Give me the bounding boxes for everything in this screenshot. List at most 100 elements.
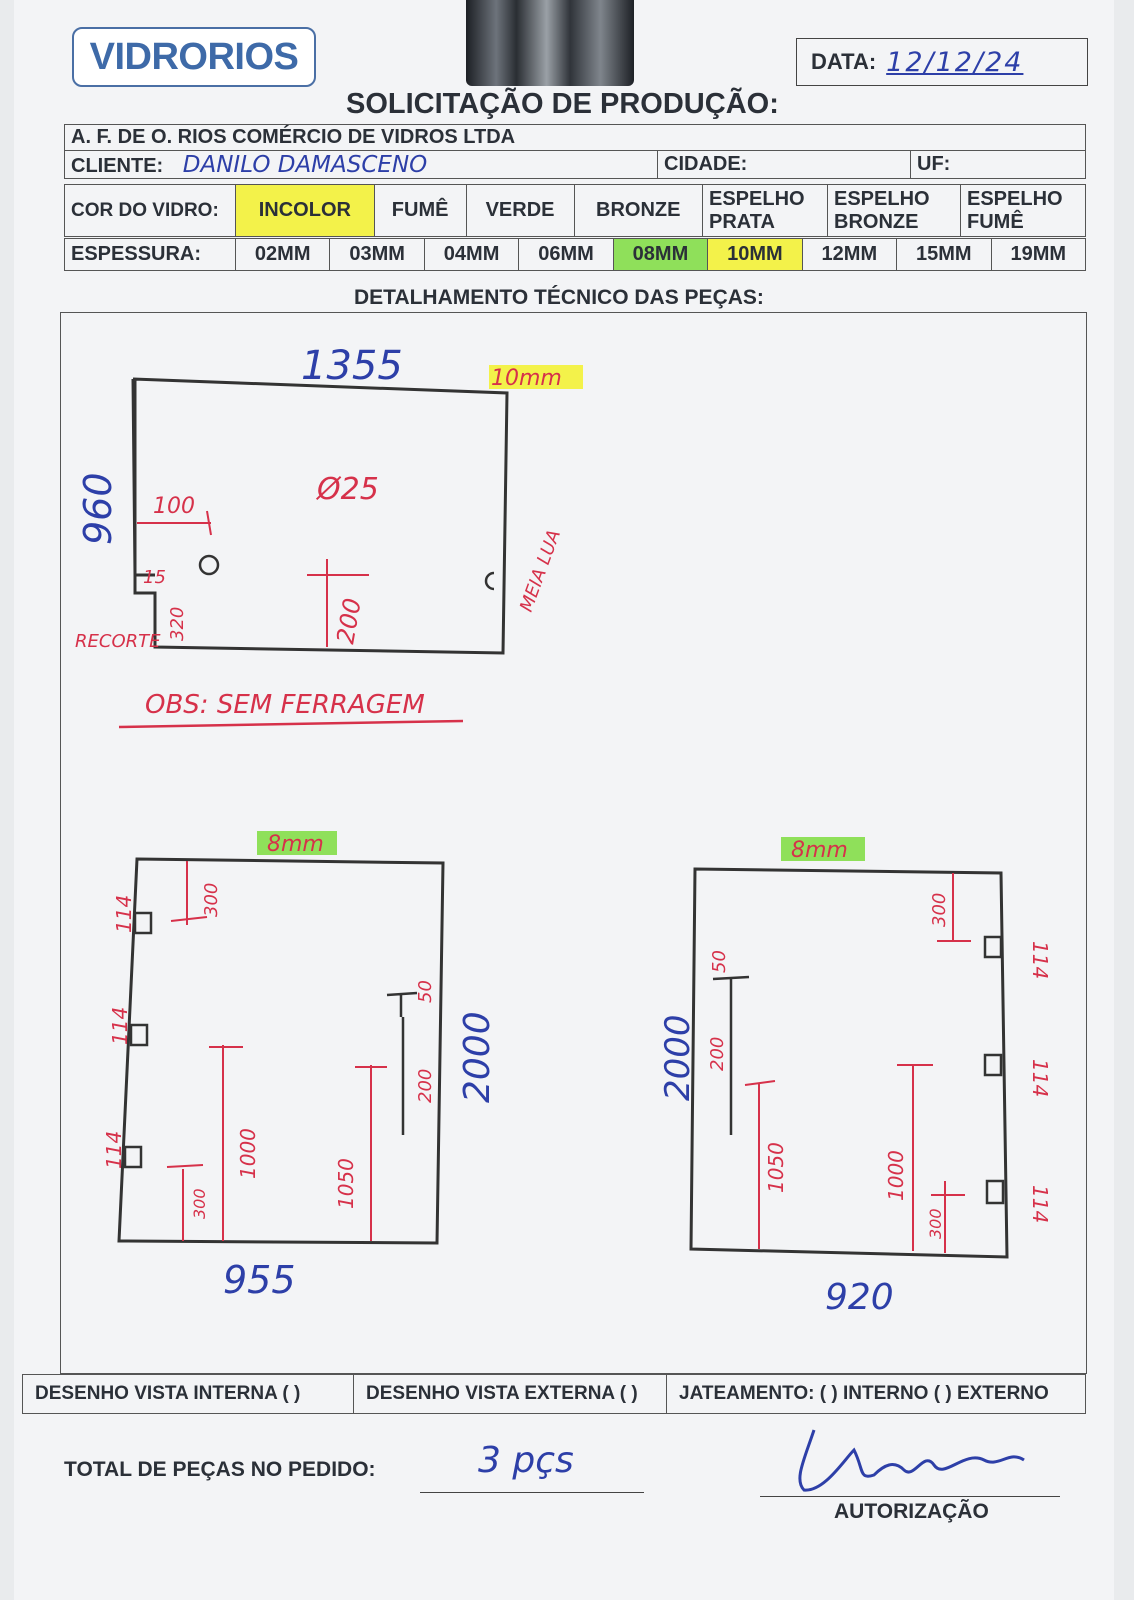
dimension-line	[170, 861, 208, 925]
piece-2-width: 955	[223, 1258, 296, 1302]
piece-2-hinge-label: 114	[102, 1131, 126, 1169]
client-label: CLIENTE:	[71, 154, 164, 177]
piece-2-handle-slot	[386, 991, 418, 1135]
dimension-line	[937, 873, 971, 942]
glass-color-option: BRONZE	[573, 184, 704, 237]
thickness-option: 02MM	[234, 238, 331, 271]
piece-2-dim: 1050	[334, 1158, 358, 1209]
technical-drawing: 10mm 1355 960 100 Ø25 200 15 320 RECORTE…	[75, 343, 1052, 1318]
piece-1-thickness-note: 10mm	[491, 366, 562, 391]
piece-1-hole-label: Ø25	[315, 472, 379, 507]
piece-2-hinge-label: 114	[108, 1007, 132, 1045]
signature-stroke	[798, 1429, 1025, 1492]
piece-3-hinge-label: 114	[1028, 941, 1052, 979]
piece-3-thickness-note: 8mm	[791, 838, 848, 863]
thickness-label: ESPESSURA:	[64, 238, 236, 271]
view-options-row: DESENHO VISTA INTERNA ( ) DESENHO VISTA …	[22, 1374, 1086, 1414]
company-logo: VIDRORIOS	[72, 27, 316, 87]
total-value: 3 pçs	[478, 1440, 574, 1481]
thickness-option: 12MM	[801, 238, 898, 271]
piece-1-offset-left: 100	[153, 494, 195, 519]
thickness-option: 15MM	[896, 238, 992, 271]
glass-color-label: COR DO VIDRO:	[64, 184, 236, 237]
glass-color-option: VERDE	[465, 184, 575, 237]
piece-2-dim: 50	[415, 980, 436, 1003]
thickness-option: 03MM	[329, 238, 425, 271]
total-label: TOTAL DE PEÇAS NO PEDIDO:	[64, 1458, 376, 1481]
binder-clip	[466, 0, 634, 86]
dimension-line	[355, 1065, 387, 1241]
piece-1-half-moon	[484, 571, 495, 591]
uf-cell: UF:	[910, 150, 1086, 179]
thickness-option: 19MM	[990, 238, 1086, 271]
piece-1-cutout-height: 320	[167, 607, 188, 641]
hinge-notch	[983, 1053, 1003, 1077]
piece-3-outline	[689, 867, 1009, 1259]
dimension-line	[209, 1045, 243, 1241]
note-underline	[118, 719, 464, 729]
dimension-line	[166, 1164, 204, 1241]
piece-3-hinge-label: 114	[1028, 1059, 1052, 1097]
dimension-line	[307, 559, 369, 647]
highlight-mark	[257, 831, 337, 855]
glass-color-option: ESPELHO PRATA	[702, 184, 828, 237]
thickness-option: 06MM	[518, 238, 614, 271]
authorization-line	[760, 1496, 1060, 1497]
page-title: SOLICITAÇÃO DE PRODUÇÃO:	[346, 88, 779, 120]
hinge-notch	[129, 1023, 149, 1047]
piece-2-dim: 300	[201, 883, 222, 917]
highlight-mark	[489, 365, 583, 389]
client-table: A. F. DE O. RIOS COMÉRCIO DE VIDROS LTDA…	[64, 124, 1086, 179]
piece-2-hinge-label: 114	[112, 895, 136, 933]
hinge-notch	[983, 935, 1003, 959]
thickness-option: 08MM	[612, 238, 709, 271]
piece-2-dim: 1000	[236, 1128, 260, 1179]
piece-2-dim: 200	[415, 1069, 436, 1103]
thickness-option: 04MM	[423, 238, 520, 271]
dimension-line	[744, 1080, 776, 1249]
piece-2-outline	[117, 857, 445, 1245]
piece-1-hole	[198, 554, 220, 576]
date-value: 12/12/24	[886, 46, 1024, 78]
piece-1-cutout-width: 15	[143, 567, 166, 588]
client-value: DANILO DAMASCENO	[182, 151, 428, 178]
company-name: A. F. DE O. RIOS COMÉRCIO DE VIDROS LTDA	[64, 124, 1086, 151]
glass-color-table: COR DO VIDRO: INCOLOR FUMÊ VERDE BRONZE …	[64, 184, 1086, 237]
piece-1-width: 1355	[301, 343, 403, 389]
piece-3-handle-slot	[712, 975, 750, 1135]
client-cell: CLIENTE: DANILO DAMASCENO	[64, 150, 658, 179]
dimension-line	[931, 1181, 965, 1253]
piece-3-hinge-label: 114	[1028, 1185, 1052, 1223]
piece-2-thickness-note: 8mm	[267, 832, 324, 857]
piece-3-dim: 200	[707, 1037, 728, 1071]
uf-label: UF:	[917, 153, 951, 175]
dimension-line	[137, 510, 212, 536]
dimension-line	[897, 1064, 933, 1251]
technical-section-title: DETALHAMENTO TÉCNICO DAS PEÇAS:	[354, 286, 764, 309]
technical-drawing-area: 10mm 1355 960 100 Ø25 200 15 320 RECORTE…	[60, 312, 1087, 1374]
authorization-label: AUTORIZAÇÃO	[834, 1500, 989, 1523]
glass-color-option: INCOLOR	[235, 184, 375, 237]
piece-1-height: 960	[76, 472, 120, 545]
piece-3-dim: 1000	[884, 1150, 908, 1201]
external-view-option: DESENHO VISTA EXTERNA ( )	[354, 1375, 667, 1413]
piece-1-cutout-label: RECORTE	[75, 631, 161, 652]
thickness-option: 10MM	[707, 238, 803, 271]
date-label: DATA:	[811, 49, 877, 74]
piece-3-width: 920	[825, 1277, 894, 1318]
piece-3-dim: 300	[926, 1208, 945, 1239]
hinge-notch	[985, 1179, 1005, 1205]
piece-1-cutout	[131, 378, 155, 577]
piece-3-dim: 50	[709, 950, 730, 973]
piece-3-height: 2000	[658, 1014, 698, 1101]
city-label: CIDADE:	[664, 153, 748, 175]
piece-1-half-moon-label: MEIA LUA	[516, 527, 565, 615]
internal-view-option: DESENHO VISTA INTERNA ( )	[23, 1375, 354, 1413]
glass-color-option: ESPELHO FUMÊ	[960, 184, 1086, 237]
sandblasting-option: JATEAMENTO: ( ) INTERNO ( ) EXTERNO	[679, 1383, 1049, 1404]
hinge-notch	[133, 911, 153, 935]
piece-2-dim: 300	[190, 1188, 209, 1219]
piece-3-dim: 1050	[764, 1142, 788, 1193]
date-box: DATA: 12/12/24	[796, 38, 1088, 86]
glass-color-option: FUMÊ	[373, 184, 467, 237]
